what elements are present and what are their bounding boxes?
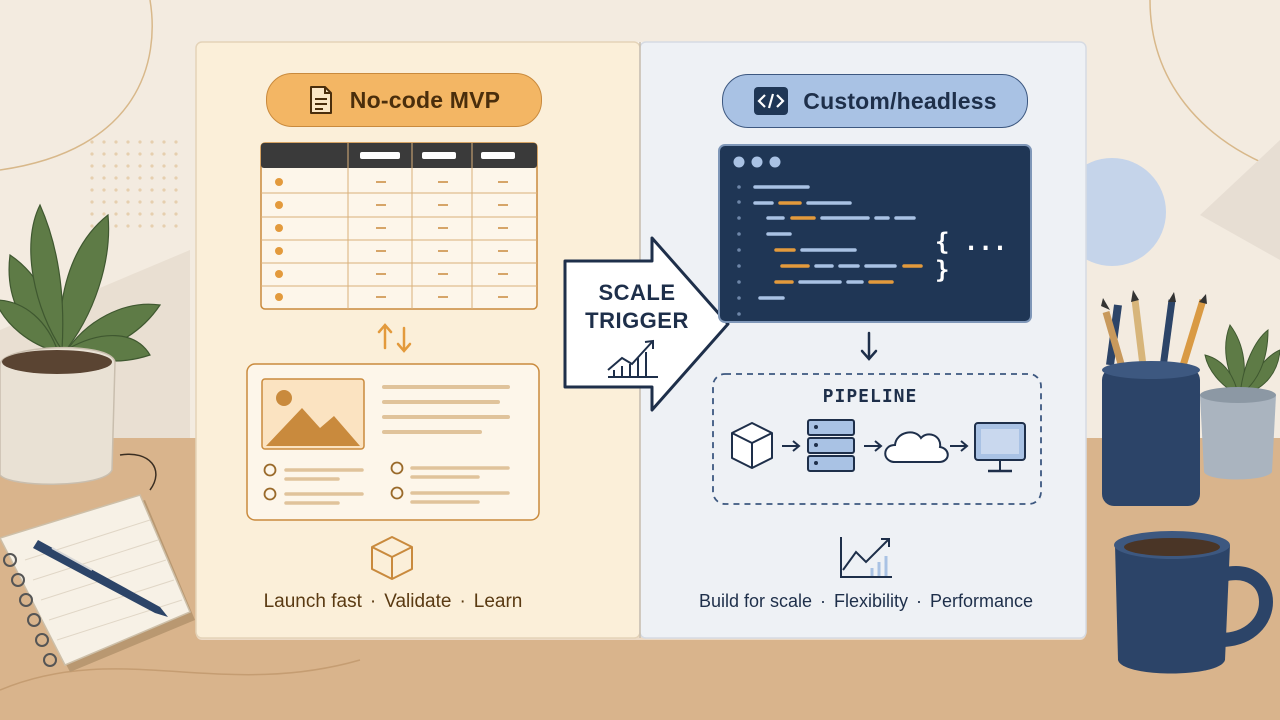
caption-learn: Learn bbox=[473, 591, 523, 612]
cloud-icon bbox=[884, 431, 949, 463]
code-editor bbox=[718, 144, 1032, 323]
pen-icon bbox=[33, 540, 168, 617]
wall-arc-left bbox=[0, 0, 153, 171]
coffee-mug bbox=[1114, 531, 1273, 674]
right-caption: Build for scale·Flexibility·Performance bbox=[698, 591, 1034, 611]
caption-flexibility: Flexibility bbox=[834, 591, 909, 611]
spreadsheet-mockup bbox=[260, 142, 538, 310]
scale-trigger-arrow bbox=[563, 236, 730, 412]
code-snippet: { ... } bbox=[935, 228, 1008, 284]
wall-shape-right bbox=[1200, 140, 1280, 260]
no-code-mvp-badge: No-code MVP bbox=[266, 73, 542, 127]
cable bbox=[119, 453, 157, 491]
sync-arrows-icon bbox=[377, 323, 412, 353]
potted-plant-left bbox=[0, 203, 162, 485]
pipeline-box bbox=[712, 373, 1042, 505]
no-code-mvp-label: No-code MVP bbox=[349, 86, 501, 113]
pipeline-title: PIPELINE bbox=[822, 386, 918, 407]
custom-headless-badge: Custom/headless bbox=[722, 74, 1028, 128]
custom-headless-label: Custom/headless bbox=[803, 87, 997, 114]
down-arrow-icon bbox=[860, 331, 878, 361]
monitor-icon bbox=[974, 422, 1026, 473]
growth-chart-icon bbox=[607, 339, 658, 378]
caption-build-for-scale: Build for scale bbox=[698, 591, 812, 611]
scale-trigger-label: SCALE TRIGGER bbox=[572, 279, 702, 335]
code-icon bbox=[754, 87, 789, 115]
potted-plant-right bbox=[1200, 323, 1280, 480]
dot-pattern bbox=[90, 140, 178, 228]
page-builder-card bbox=[246, 363, 540, 521]
document-icon bbox=[309, 86, 332, 114]
caption-performance: Performance bbox=[930, 591, 1034, 611]
arrow-step-3 bbox=[950, 440, 969, 452]
scale-trigger-line-2: TRIGGER bbox=[585, 308, 689, 333]
server-icon bbox=[807, 419, 855, 472]
left-caption: Launch fast·Validate·Learn bbox=[263, 591, 523, 612]
arrow-step-1 bbox=[782, 440, 801, 452]
pencil-cup bbox=[1101, 290, 1207, 506]
arrow-step-2 bbox=[864, 440, 883, 452]
trend-chart-icon bbox=[840, 537, 892, 578]
notebook bbox=[0, 494, 195, 672]
caption-launch-fast: Launch fast bbox=[263, 591, 362, 612]
cube-icon bbox=[731, 422, 773, 469]
scale-trigger-line-1: SCALE bbox=[598, 280, 676, 305]
box-icon bbox=[371, 536, 413, 580]
image-placeholder-icon bbox=[261, 378, 365, 450]
wall-arc-right bbox=[1149, 0, 1280, 171]
caption-validate: Validate bbox=[384, 591, 452, 612]
